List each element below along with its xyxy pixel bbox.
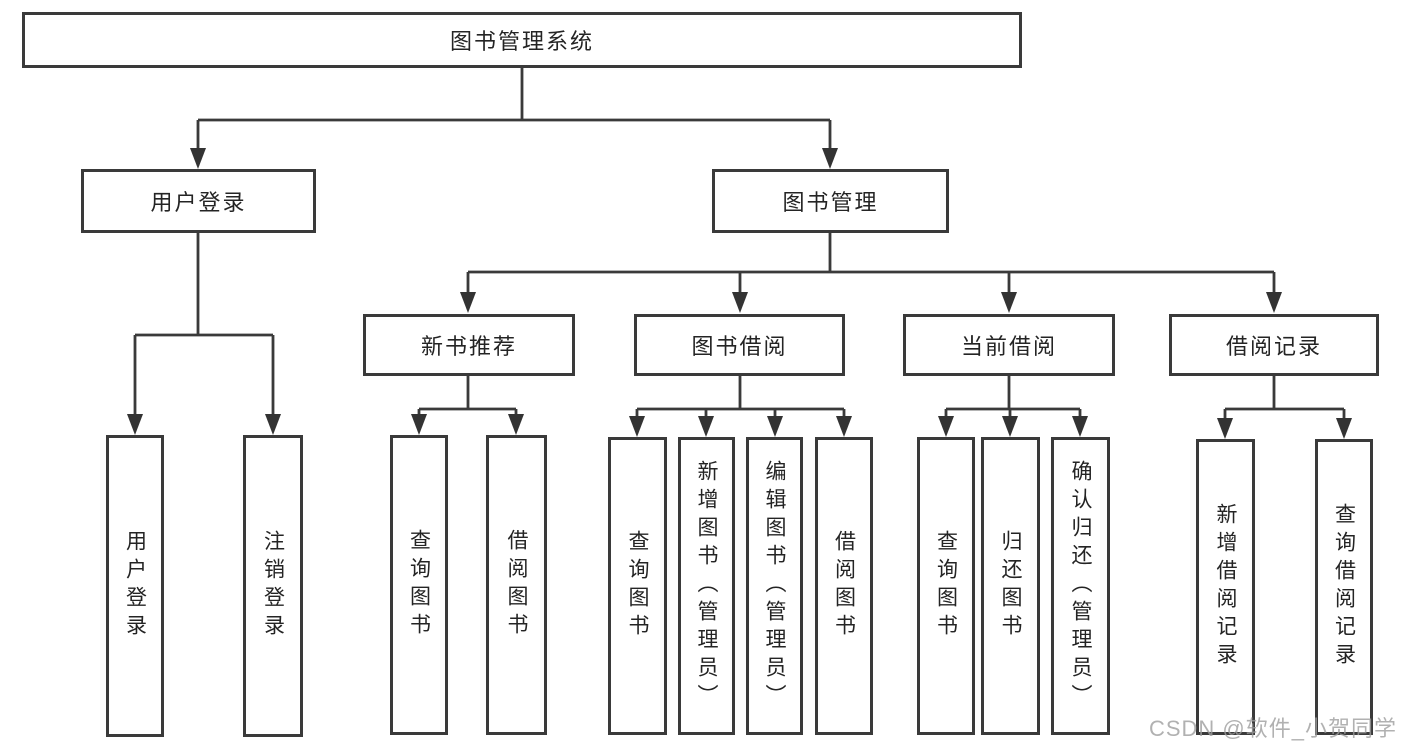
- node-label: 图书管理系统: [449, 29, 594, 54]
- node-user-login: 用户登录: [81, 169, 316, 233]
- node-new-book-recommend: 新书推荐: [363, 314, 575, 376]
- leaf-edit-book-admin: 编辑图书（管理员）: [746, 437, 803, 735]
- node-label: 图书管理: [782, 190, 879, 215]
- node-label: 查询图书: [934, 530, 958, 642]
- arrowheads: [127, 148, 1352, 439]
- watermark: CSDN @软件_小贺同学: [1148, 716, 1397, 741]
- node-label: 借阅图书: [505, 529, 528, 641]
- leaf-query-books-borrowing: 查询图书: [608, 437, 667, 735]
- node-book-borrowing: 图书借阅: [634, 314, 845, 376]
- node-label: 图书借阅: [691, 334, 788, 359]
- node-label: 新增图书（管理员）: [695, 460, 718, 712]
- leaf-confirm-return-admin: 确认归还（管理员）: [1051, 437, 1110, 735]
- node-label: 查询图书: [626, 530, 649, 642]
- leaf-add-borrow-record: 新增借阅记录: [1196, 439, 1255, 735]
- node-label: 当前借阅: [960, 334, 1057, 359]
- node-borrowing-records: 借阅记录: [1169, 314, 1379, 376]
- node-label: 新增借阅记录: [1214, 503, 1237, 671]
- node-label: 注销登录: [261, 530, 285, 642]
- node-label: 编辑图书（管理员）: [763, 460, 786, 712]
- node-label: 查询借阅记录: [1332, 503, 1356, 671]
- leaf-query-books-recommend: 查询图书: [390, 435, 448, 735]
- leaf-return-book: 归还图书: [981, 437, 1040, 735]
- leaf-logout: 注销登录: [243, 435, 303, 737]
- node-label: 用户登录: [123, 530, 147, 642]
- node-label: 归还图书: [999, 530, 1022, 642]
- node-label: 查询图书: [407, 529, 431, 641]
- node-label: 新书推荐: [420, 334, 517, 359]
- leaf-add-book-admin: 新增图书（管理员）: [678, 437, 735, 735]
- leaf-user-login: 用户登录: [106, 435, 164, 737]
- leaf-borrow-books-recommend: 借阅图书: [486, 435, 547, 735]
- node-book-management: 图书管理: [712, 169, 949, 233]
- node-library-system: 图书管理系统: [22, 12, 1022, 68]
- node-label: 借阅图书: [832, 530, 856, 642]
- leaf-query-borrow-record: 查询借阅记录: [1315, 439, 1373, 735]
- node-current-borrowing: 当前借阅: [903, 314, 1115, 376]
- node-label: 确认归还（管理员）: [1069, 460, 1092, 712]
- node-label: 用户登录: [150, 190, 247, 215]
- node-label: 借阅记录: [1225, 334, 1322, 359]
- leaf-query-books-current: 查询图书: [917, 437, 975, 735]
- leaf-borrow-books-borrowing: 借阅图书: [815, 437, 873, 735]
